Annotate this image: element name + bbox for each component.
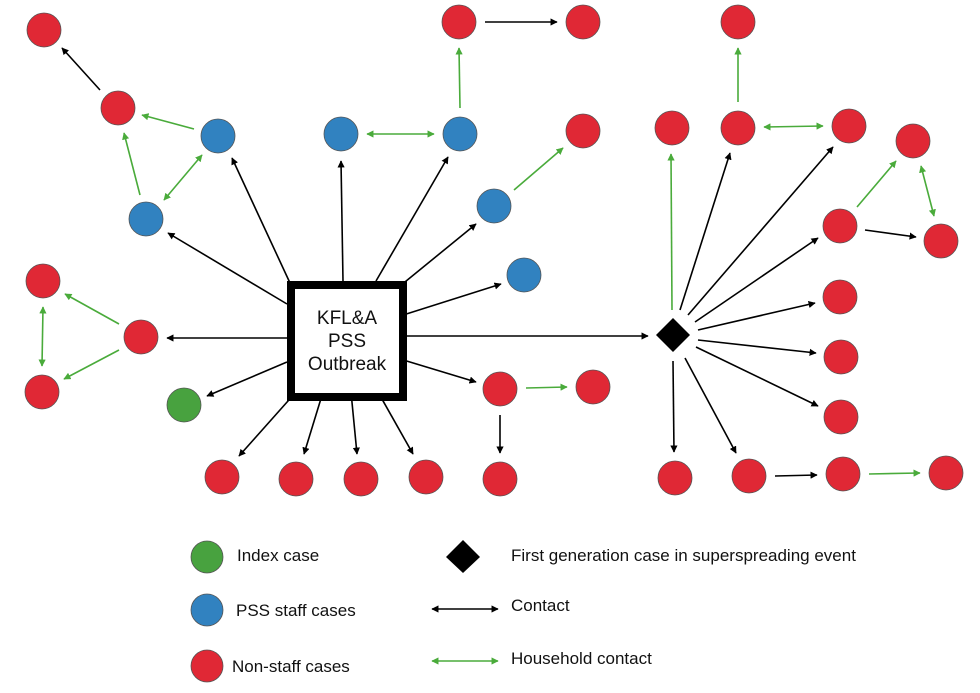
index-case-node-n15: [166, 387, 202, 423]
contact-edge-ss-n32: [695, 346, 819, 407]
legend-index-circle-icon: [190, 540, 224, 574]
nonstaff-case-node-n7: [441, 4, 477, 40]
legend-label-superspreader: First generation case in superspreading …: [511, 546, 856, 565]
staff-case-node-n3: [200, 118, 236, 154]
nonstaff-case-node-n33: [657, 460, 693, 496]
contact-edge-hub-n18: [350, 391, 360, 455]
nonstaff-case-node-n31: [823, 339, 859, 375]
contact-edge-hub-n4: [167, 232, 288, 305]
household-contact-edge-n35-n36: [868, 469, 921, 477]
nonstaff-case-node-n17: [278, 461, 314, 497]
legend-label-index: Index case: [237, 546, 320, 565]
nonstaff-case-node-n23: [654, 110, 690, 146]
household-contact-edge-n25-n26: [763, 122, 824, 131]
household-contact-edge-n28-n27: [856, 160, 897, 208]
legend-staff-circle-icon: [190, 593, 224, 627]
household-contact-edge-n13-n14: [63, 349, 120, 380]
nonstaff-case-node-n36: [928, 455, 964, 491]
nonstaff-case-node-n35: [825, 456, 861, 492]
legend-nonstaff-circle-icon: [190, 649, 224, 683]
contact-edge-hub-n19: [377, 391, 414, 455]
hub-line-2: PSS: [327, 330, 367, 352]
outbreak-hub-box: KFL&A PSS Outbreak: [287, 281, 407, 401]
legend: [190, 540, 499, 683]
nonstaff-case-node-n16: [204, 459, 240, 495]
nonstaff-case-node-n9: [565, 113, 601, 149]
contact-edge-ss-n26: [687, 146, 834, 316]
legend-label-staff: PSS staff cases: [236, 601, 356, 620]
nonstaff-case-node-n1: [26, 12, 62, 48]
nonstaff-case-node-n26: [831, 108, 867, 144]
household-contact-edge-n21-n22: [525, 383, 568, 391]
contact-edge-hub-n10: [399, 223, 477, 287]
household-contact-edge-n6-n7: [455, 47, 463, 109]
edges: [38, 18, 936, 479]
household-contact-edge-n4-n2: [122, 132, 141, 196]
legend-label-nonstaff: Non-staff cases: [232, 657, 350, 676]
contact-edge-ss-n33: [670, 360, 678, 453]
nonstaff-case-node-n34: [731, 458, 767, 494]
hub-line-1: KFL&A: [316, 307, 378, 329]
nonstaff-case-node-n21: [482, 371, 518, 407]
nonstaff-case-node-n29: [923, 223, 959, 259]
contact-edge-ss-n31: [697, 339, 817, 356]
nonstaff-case-node-n27: [895, 123, 931, 159]
contact-edge-hub-n3: [231, 157, 291, 284]
contact-edge-hub-n16: [238, 391, 297, 457]
contact-edge-n2-n1: [61, 47, 101, 91]
staff-case-node-n6: [442, 116, 478, 152]
staff-case-node-n10: [476, 188, 512, 224]
nonstaff-case-node-n24: [720, 4, 756, 40]
nonstaff-case-node-n8: [565, 4, 601, 40]
contact-edge-hub-n11: [399, 282, 502, 317]
legend-label-household: Household contact: [511, 649, 652, 668]
nonstaff-case-node-n19: [408, 459, 444, 495]
nonstaff-case-node-n22: [575, 369, 611, 405]
contact-edge-hub-n21: [399, 358, 477, 384]
nonstaff-case-node-n18: [343, 461, 379, 497]
contact-edge-ss-n34: [684, 357, 737, 454]
nonstaff-case-node-n14: [24, 374, 60, 410]
household-contact-edge-n3-n2: [141, 113, 195, 130]
staff-case-node-n5: [323, 116, 359, 152]
staff-case-node-n4: [128, 201, 164, 237]
nonstaff-case-node-n13: [123, 319, 159, 355]
contact-edge-n28-n29: [864, 229, 917, 240]
household-contact-edge-n12-n14: [38, 306, 47, 367]
contact-edge-hub-n5: [337, 160, 345, 282]
contact-edge-hub-n15: [206, 361, 288, 397]
household-contact-edge-n13-n12: [64, 293, 120, 325]
contact-edge-ss-n30: [697, 300, 816, 331]
contact-edge-ss-n28: [694, 237, 819, 323]
nonstaff-case-node-n30: [822, 279, 858, 315]
hub-line-3: Outbreak: [307, 353, 387, 375]
contact-edge-hub-n6: [375, 156, 449, 282]
household-contact-edge-n27-n29: [919, 165, 936, 217]
household-contact-edge-ss-n23: [667, 153, 675, 311]
legend-diamond-icon: [446, 540, 480, 573]
legend-label-contact: Contact: [511, 596, 570, 615]
nonstaff-case-node-n2: [100, 90, 136, 126]
superspreader-diamond-node: [656, 318, 690, 352]
staff-case-node-n11: [506, 257, 542, 293]
nodes: [24, 4, 964, 497]
contact-edge-n34-n35: [774, 471, 818, 479]
nonstaff-case-node-n28: [822, 208, 858, 244]
nonstaff-case-node-n12: [25, 263, 61, 299]
nonstaff-case-node-n32: [823, 399, 859, 435]
household-contact-edge-n10-n9: [513, 147, 564, 191]
contact-edge-ss-n25: [679, 152, 732, 311]
household-contact-edge-n4-n3: [163, 154, 203, 201]
contact-edge-hub-n17: [302, 391, 324, 455]
nonstaff-case-node-n20: [482, 461, 518, 497]
nonstaff-case-node-n25: [720, 110, 756, 146]
